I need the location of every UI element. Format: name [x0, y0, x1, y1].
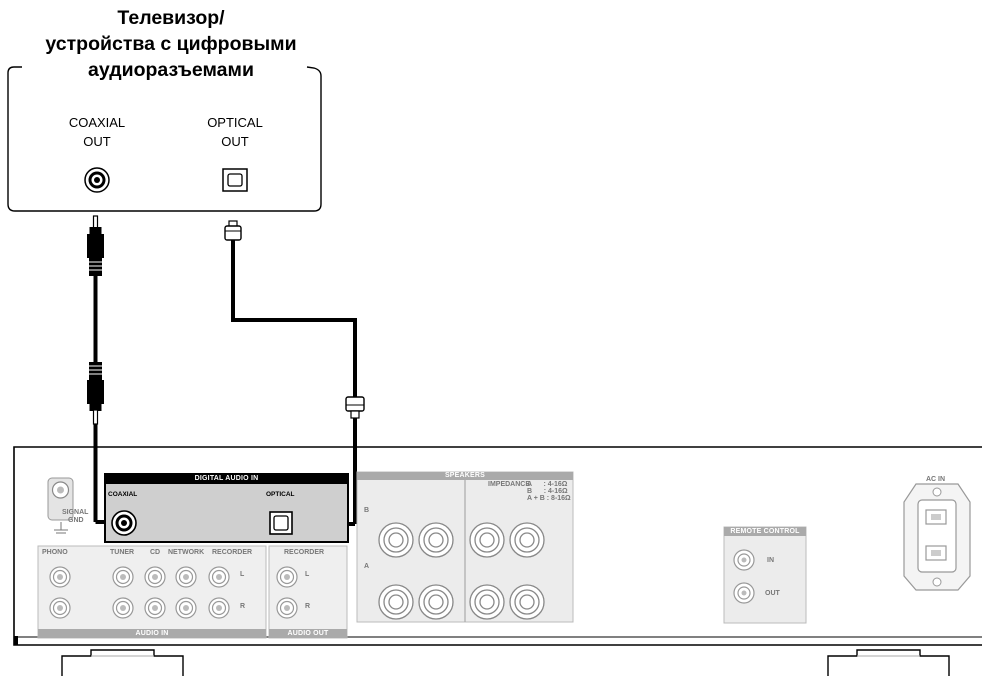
source-title-line1: Телевизор/ — [117, 7, 225, 29]
ac-in-socket — [903, 483, 971, 591]
speaker-b-label: B — [364, 507, 370, 514]
speaker-terminal — [378, 584, 414, 620]
input-label-tuner: TUNER — [110, 549, 135, 556]
rca-jack-r — [276, 597, 298, 619]
signal-gnd-label-line2: GND — [68, 517, 84, 524]
speaker-terminal — [509, 522, 545, 558]
rca-jack-r — [49, 597, 71, 619]
speaker-terminal — [418, 522, 454, 558]
audio-out-recorder-label: RECORDER — [284, 549, 325, 556]
rca-jack-r — [175, 597, 197, 619]
rca-jack-r — [208, 597, 230, 619]
signal-gnd-terminal — [47, 477, 74, 534]
audio-out-footer: AUDIO OUT — [287, 630, 329, 637]
remote-control-panel — [723, 526, 807, 624]
input-label-network: NETWORK — [168, 549, 205, 556]
coaxial-cable — [87, 215, 112, 524]
channel-l-audio-out: L — [305, 571, 310, 578]
impedance-ab: A + B : 8-16Ω — [527, 495, 571, 502]
channel-r-audio-in: R — [240, 603, 246, 610]
channel-r-audio-out: R — [305, 603, 311, 610]
optical-cable — [224, 220, 365, 526]
rca-jack-l — [276, 566, 298, 588]
signal-gnd-label-line1: SIGNAL — [62, 509, 89, 516]
rca-jack-l — [208, 566, 230, 588]
rca-jack-l — [112, 566, 134, 588]
input-label-phono: PHONO — [42, 549, 68, 556]
source-device-outline — [7, 66, 322, 212]
speaker-terminal — [469, 584, 505, 620]
optical-out-jack — [222, 168, 248, 192]
source-title-line2: устройства с цифровыми — [45, 33, 297, 55]
speaker-terminal — [378, 522, 414, 558]
coaxial-out-jack — [84, 167, 110, 193]
audio-in-footer: AUDIO IN — [135, 630, 169, 637]
speakers-header: SPEAKERS — [444, 472, 486, 479]
remote-in-label: IN — [767, 557, 774, 564]
audio-out-panel — [268, 545, 348, 639]
rca-jack-r — [112, 597, 134, 619]
rca-jack-l — [49, 566, 71, 588]
ac-in-label: AC IN — [926, 476, 946, 483]
impedance-a: A : 4-16Ω — [527, 481, 568, 488]
impedance-b: B : 4-16Ω — [527, 488, 568, 495]
speakers-panel — [356, 471, 574, 623]
speaker-terminal — [418, 584, 454, 620]
speaker-terminal — [469, 522, 505, 558]
rca-jack-r — [144, 597, 166, 619]
channel-l-audio-in: L — [240, 571, 245, 578]
audio-in-panel — [37, 545, 267, 639]
remote-control-header: REMOTE CONTROL — [730, 528, 800, 535]
optical-out-label-line1: OPTICAL — [207, 115, 263, 130]
optical-out-label-line2: OUT — [221, 134, 249, 149]
input-label-cd: CD — [150, 549, 161, 556]
amp-optical-label: OPTICAL — [266, 491, 295, 498]
coaxial-out-label-line1: COAXIAL — [68, 115, 126, 130]
remote-out-label: OUT — [765, 590, 780, 597]
speaker-terminal — [509, 584, 545, 620]
speaker-a-label: A — [364, 563, 370, 570]
digital-audio-in-panel — [104, 473, 349, 543]
digital-audio-in-header: DIGITAL AUDIO IN — [194, 475, 259, 482]
rca-jack-l — [144, 566, 166, 588]
coaxial-out-label-line2: OUT — [83, 134, 111, 149]
amp-coaxial-label: COAXIAL — [108, 491, 138, 498]
input-label-recorder: RECORDER — [212, 549, 253, 556]
impedance-label: IMPEDANCE — [488, 481, 531, 488]
rca-jack-l — [175, 566, 197, 588]
source-title-line3: аудиоразъемами — [88, 59, 254, 81]
